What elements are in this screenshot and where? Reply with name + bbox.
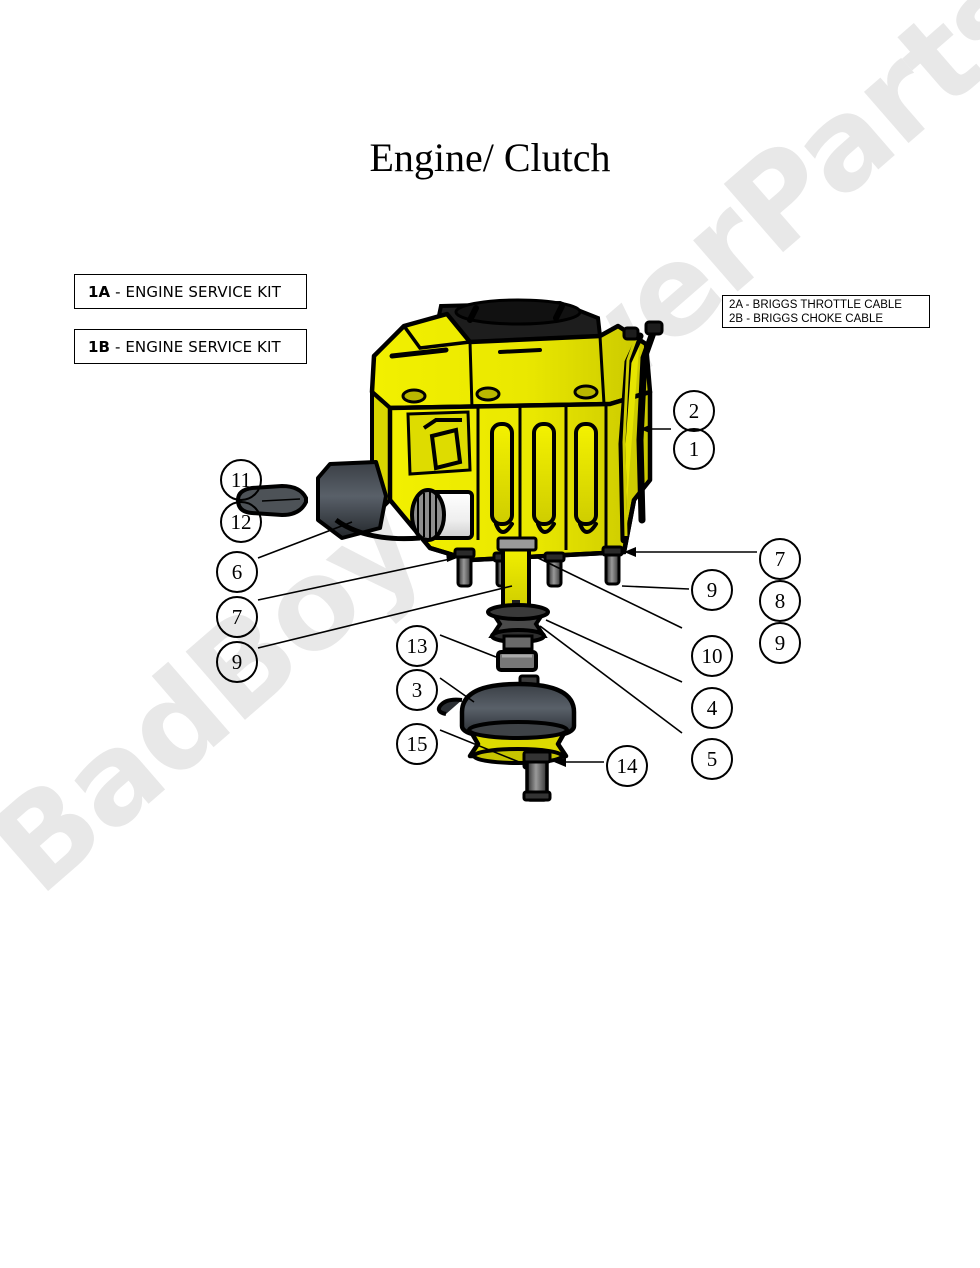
callout-15-16[interactable]: 15 xyxy=(396,723,438,765)
legend-kit-1a-text: 1A - ENGINE SERVICE KIT xyxy=(75,283,281,301)
throttle-choke-cables xyxy=(618,320,664,544)
spacer xyxy=(496,650,538,672)
oil-filter xyxy=(410,488,474,542)
arrowhead-1 xyxy=(640,424,652,434)
arrowhead-7-left xyxy=(446,551,457,562)
legend-kit-1a-separator: - xyxy=(115,282,121,301)
callout-1-1[interactable]: 1 xyxy=(673,428,715,470)
callout-9-9[interactable]: 9 xyxy=(759,622,801,664)
callout-9-6[interactable]: 9 xyxy=(216,641,258,683)
legend-cable-choke: 2B - BRIGGS CHOKE CABLE xyxy=(729,312,884,325)
legend-box-kit-1a: 1A - ENGINE SERVICE KIT xyxy=(74,274,307,309)
callout-12-3[interactable]: 12 xyxy=(220,501,262,543)
arrowhead-7-right xyxy=(624,547,636,557)
callout-13-14[interactable]: 13 xyxy=(396,625,438,667)
callout-14-17[interactable]: 14 xyxy=(606,745,648,787)
callout-10-11[interactable]: 10 xyxy=(691,635,733,677)
legend-kit-1a-label: ENGINE SERVICE KIT xyxy=(125,282,281,301)
pulley xyxy=(486,603,550,651)
callout-7-7[interactable]: 7 xyxy=(759,538,801,580)
callout-3-15[interactable]: 3 xyxy=(396,669,438,711)
electric-clutch xyxy=(436,674,577,765)
callout-5-13[interactable]: 5 xyxy=(691,738,733,780)
callout-9-10[interactable]: 9 xyxy=(691,569,733,611)
legend-kit-1b-id: 1B xyxy=(88,337,111,356)
page-title: Engine/ Clutch xyxy=(369,135,611,180)
callout-6-4[interactable]: 6 xyxy=(216,551,258,593)
legend-kit-1b-text: 1B - ENGINE SERVICE KIT xyxy=(75,338,281,356)
legend-kit-1b-label: ENGINE SERVICE KIT xyxy=(125,337,281,356)
callout-2-0[interactable]: 2 xyxy=(673,390,715,432)
callout-11-2[interactable]: 11 xyxy=(220,459,262,501)
legend-kit-1b-separator: - xyxy=(114,337,121,356)
arrowhead-14 xyxy=(554,757,566,767)
legend-cable-throttle: 2A - BRIGGS THROTTLE CABLE xyxy=(729,298,902,311)
callout-4-12[interactable]: 4 xyxy=(691,687,733,729)
legend-box-cables: 2A - BRIGGS THROTTLE CABLE 2B - BRIGGS C… xyxy=(722,295,930,328)
legend-kit-1a-id: 1A xyxy=(88,282,111,301)
callout-8-8[interactable]: 8 xyxy=(759,580,801,622)
legend-box-kit-1b: 1B - ENGINE SERVICE KIT xyxy=(74,329,307,364)
callout-7-5[interactable]: 7 xyxy=(216,596,258,638)
clutch-bolt xyxy=(522,750,552,802)
